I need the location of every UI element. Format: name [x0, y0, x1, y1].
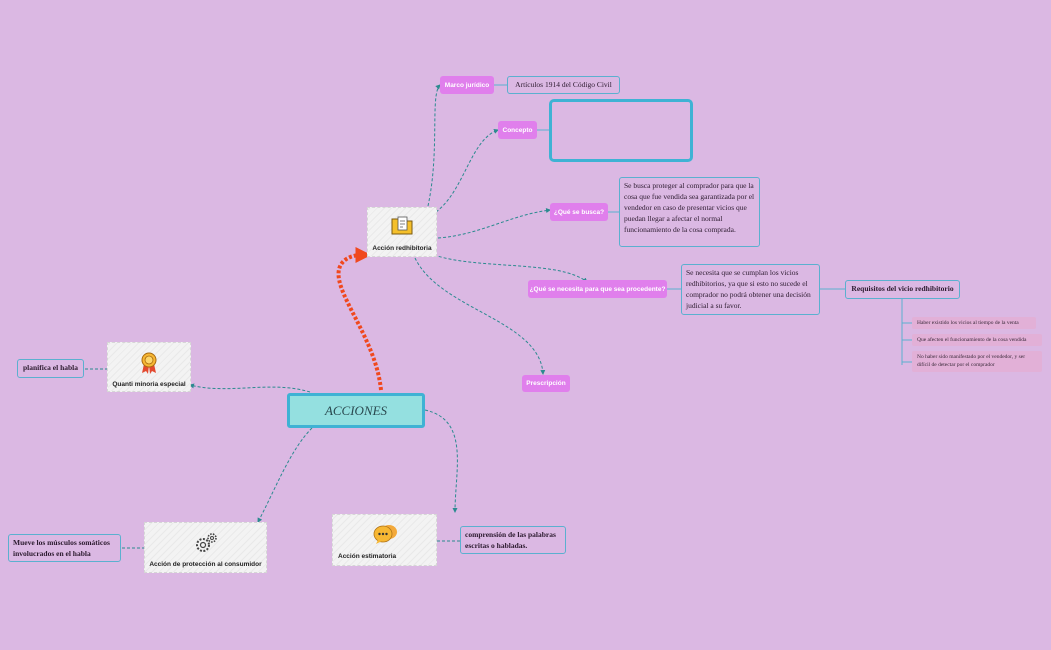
topic-procedente[interactable]: ¿Qué se necesita para que sea procedente… [528, 280, 667, 298]
detail-mueve-musculos[interactable]: Mueve los músculos somáticos involucrado… [8, 534, 121, 562]
requisito-item-1[interactable]: Haber existido los vicios al tiempo de l… [912, 317, 1036, 330]
requisito-item-2[interactable]: Que afecten el funcionamiento de la cosa… [912, 334, 1042, 347]
topic-proteccion-consumidor-label: Acción de protección al consumidor [149, 561, 262, 568]
detail-concepto-empty-box[interactable] [549, 99, 693, 162]
link-requisitos-items [901, 298, 912, 365]
topic-requisitos-vicio[interactable]: Requisitos del vicio redhibitorio [845, 280, 960, 299]
link-root-minoria [189, 383, 311, 393]
topic-quanti-minoria[interactable]: Quanti minoria especial [107, 342, 191, 392]
link-redh-concepto [435, 128, 499, 213]
detail-procedente-text: Se necesita que se cumplan los vicios re… [686, 268, 811, 310]
link-redh-marco [427, 84, 441, 207]
detail-marco-juridico[interactable]: Artículos 1914 del Código Civil [507, 76, 620, 94]
detail-comprension-palabras-text: comprensión de las palabras escritas o h… [465, 530, 556, 550]
link-root-consumidor [257, 427, 313, 523]
detail-comprension-palabras[interactable]: comprensión de las palabras escritas o h… [460, 526, 566, 554]
topic-requisitos-vicio-label: Requisitos del vicio redhibitorio [851, 284, 954, 294]
topic-concepto-label: Concepto [502, 126, 533, 134]
requisito-item-3-text: No haber sido manifestado por el vendedo… [917, 354, 1026, 369]
topic-que-se-busca[interactable]: ¿Qué se busca? [550, 203, 608, 221]
topic-marco-juridico[interactable]: Marco jurídico [440, 76, 494, 94]
root-topic[interactable]: ACCIONES [287, 393, 425, 428]
award-medal-icon [141, 352, 157, 374]
topic-que-se-busca-label: ¿Qué se busca? [553, 208, 605, 216]
topic-accion-estimatoria[interactable]: Acción estimatoria [332, 514, 437, 566]
topic-marco-juridico-label: Marco jurídico [444, 81, 490, 89]
detail-planifica-habla[interactable]: planifica el habla [17, 359, 84, 378]
topic-procedente-label: ¿Qué se necesita para que sea procedente… [529, 285, 666, 293]
topic-accion-redhibitoria-label: Acción redhibitoria [372, 245, 432, 252]
root-topic-label: ACCIONES [324, 402, 388, 418]
chat-bubbles-icon [373, 525, 397, 544]
detail-que-se-busca[interactable]: Se busca proteger al comprador para que … [619, 177, 760, 247]
requisito-item-2-text: Que afecten el funcionamiento de la cosa… [917, 337, 1027, 343]
requisito-item-3[interactable]: No haber sido manifestado por el vendedo… [912, 351, 1042, 372]
detail-que-se-busca-text: Se busca proteger al comprador para que … [624, 181, 755, 234]
topic-accion-estimatoria-label: Acción estimatoria [338, 553, 397, 560]
topic-prescripcion-label: Prescripción [526, 380, 566, 387]
highlight-arrow [336, 247, 383, 391]
topic-proteccion-consumidor[interactable]: Acción de protección al consumidor [144, 522, 267, 573]
detail-planifica-habla-text: planifica el habla [22, 363, 78, 373]
link-redh-prescripcion [414, 257, 546, 375]
link-root-estimatoria [424, 409, 458, 513]
topic-quanti-minoria-label: Quanti minoria especial [112, 381, 186, 388]
topic-concepto[interactable]: Concepto [498, 121, 537, 139]
gears-icon [195, 533, 217, 552]
link-redh-busca [437, 208, 551, 239]
topic-prescripcion[interactable]: Prescripción [522, 375, 570, 392]
detail-marco-juridico-text: Artículos 1914 del Código Civil [515, 79, 612, 89]
link-redh-procedente [433, 254, 588, 283]
folder-document-icon [391, 216, 413, 235]
detail-mueve-musculos-text: Mueve los músculos somáticos involucrado… [13, 538, 110, 558]
topic-accion-redhibitoria[interactable]: Acción redhibitoria [367, 207, 437, 257]
detail-procedente[interactable]: Se necesita que se cumplan los vicios re… [681, 264, 820, 315]
requisito-item-1-text: Haber existido los vicios al tiempo de l… [917, 320, 1019, 326]
